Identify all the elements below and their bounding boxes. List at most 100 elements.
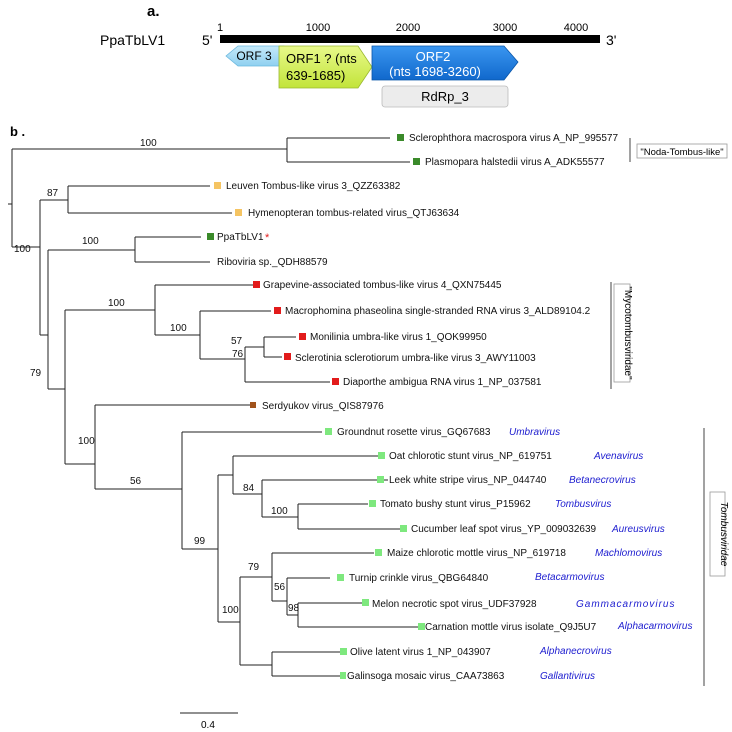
- clade-myco: "Mycotombusviridae": [610, 282, 633, 389]
- genus-label: Gammacarmovirus: [576, 599, 675, 610]
- taxon-label: Grapevine-associated tombus-like virus 4…: [263, 280, 502, 291]
- taxon-label: Sclerophthora macrospora virus A_NP_9955…: [409, 133, 618, 144]
- taxon-label: Macrophomina phaseolina single-stranded …: [285, 306, 591, 317]
- bootstrap-label: 100: [222, 605, 239, 616]
- rdrp-domain-label: RdRp_3: [421, 89, 469, 104]
- taxon-label: Cucumber leaf spot virus_YP_009032639: [411, 524, 597, 535]
- orf1-label-line2: 639-1685): [286, 68, 345, 83]
- taxon-marker: [369, 500, 376, 507]
- taxon-label: Oat chlorotic stunt virus_NP_619751: [389, 451, 552, 462]
- three-prime-label: 3': [606, 32, 616, 48]
- five-prime-label: 5': [202, 32, 212, 48]
- genome-bar: [220, 35, 600, 43]
- genus-label: Aureusvirus: [611, 524, 665, 535]
- taxon-label: Melon necrotic spot virus_UDF37928: [372, 599, 537, 610]
- bootstrap-label: 79: [30, 368, 42, 379]
- taxon-marker: [340, 648, 347, 655]
- orf1-arrow: [278, 45, 373, 89]
- genus-label: Umbravirus: [509, 427, 560, 438]
- taxon-marker: [274, 307, 281, 314]
- taxon-label: Tomato bushy stunt virus_P15962: [380, 499, 531, 510]
- clade-tombus: Tombusviridae: [703, 428, 729, 686]
- taxa: Sclerophthora macrospora virus A_NP_9955…: [207, 133, 692, 682]
- clade-myco-label: "Mycotombusviridae": [622, 286, 633, 380]
- taxon-label: Carnation mottle virus isolate_Q9J5U7: [425, 622, 597, 633]
- tick-4000: 4000: [564, 22, 588, 34]
- taxon-marker: [207, 233, 214, 240]
- genus-label: Machlomovirus: [595, 548, 662, 559]
- bootstrap-label: 79: [248, 562, 260, 573]
- taxon-label: Groundnut rosette virus_GQ67683: [337, 427, 491, 438]
- clade-box: [636, 143, 728, 159]
- orf2-label-line1: ORF2: [416, 49, 451, 64]
- taxon-label: Olive latent virus 1_NP_043907: [350, 647, 491, 658]
- bootstrap-values: 100 87 100 100 100 100 57 76 79 100 56 9…: [14, 138, 300, 616]
- bootstrap-label: 100: [140, 138, 157, 149]
- ppatblv1-asterisk: *: [265, 232, 270, 244]
- taxon-label: Serdyukov virus_QIS87976: [262, 401, 384, 412]
- bootstrap-label: 100: [14, 244, 31, 255]
- taxon-marker: [250, 402, 256, 408]
- orf1-label-line1: ORF1 ? (nts: [286, 51, 357, 66]
- taxon-label: Turnip crinkle virus_QBG64840: [349, 573, 489, 584]
- taxon-marker: [378, 452, 385, 459]
- bootstrap-label: 76: [232, 349, 244, 360]
- tick-1000: 1000: [306, 22, 330, 34]
- taxon-label: Sclerotinia sclerotiorum umbra-like viru…: [295, 353, 536, 364]
- taxon-marker: [325, 428, 332, 435]
- rdrp-domain-box: [381, 85, 509, 108]
- taxon-marker: [235, 209, 242, 216]
- genome-name: PpaTbLV1: [100, 32, 165, 48]
- taxon-marker: [400, 525, 407, 532]
- bootstrap-label: 100: [78, 436, 95, 447]
- bootstrap-label: 100: [82, 236, 99, 247]
- orf3-arrow: [225, 45, 285, 67]
- panel-a-label: a.: [147, 3, 160, 20]
- genus-label: Betacarmovirus: [535, 572, 604, 583]
- taxon-marker: [214, 182, 221, 189]
- genus-label: Alphacarmovirus: [617, 621, 692, 632]
- genus-label: Tombusvirus: [555, 499, 611, 510]
- taxon-marker: [340, 672, 346, 679]
- taxon-label: Leuven Tombus-like virus 3_QZZ63382: [226, 181, 401, 192]
- taxon-label: PpaTbLV1: [217, 232, 264, 243]
- bootstrap-label: 87: [47, 188, 59, 199]
- taxon-marker: [375, 549, 382, 556]
- genus-label: Avenavirus: [593, 451, 643, 462]
- taxon-marker: [377, 476, 384, 483]
- bootstrap-label: 56: [274, 582, 286, 593]
- taxon-label: Maize chlorotic mottle virus_NP_619718: [387, 548, 566, 559]
- genus-label: Betanecrovirus: [569, 475, 636, 486]
- bootstrap-label: 57: [231, 336, 243, 347]
- clade-tombus-label: Tombusviridae: [718, 502, 729, 567]
- orf2-arrow: [371, 45, 519, 81]
- taxon-label: Hymenopteran tombus-related virus_QTJ636…: [248, 208, 460, 219]
- genus-label: Gallantivirus: [540, 671, 595, 682]
- bootstrap-label: 100: [170, 323, 187, 334]
- clade-noda-label: "Noda-Tombus-like": [640, 147, 723, 158]
- taxon-label: Riboviria sp._QDH88579: [217, 257, 328, 268]
- genus-label: Alphanecrovirus: [539, 646, 612, 657]
- bootstrap-label: 98: [288, 603, 300, 614]
- tree-branches: [8, 137, 418, 677]
- taxon-marker: [397, 134, 404, 141]
- taxon-marker: [299, 333, 306, 340]
- bootstrap-label: 56: [130, 476, 142, 487]
- clade-box: [709, 491, 726, 577]
- taxon-marker: [418, 623, 425, 630]
- taxon-marker: [332, 378, 339, 385]
- bootstrap-label: 100: [108, 298, 125, 309]
- tick-2000: 2000: [396, 22, 420, 34]
- taxon-marker: [253, 281, 260, 288]
- orf2-label-line2: (nts 1698-3260): [389, 64, 481, 79]
- clade-noda: "Noda-Tombus-like": [629, 138, 728, 162]
- taxon-label: Leek white stripe virus_NP_044740: [389, 475, 547, 486]
- scale-bar-label: 0.4: [201, 720, 215, 731]
- panel-b-label: b .: [10, 124, 25, 139]
- tick-3000: 3000: [493, 22, 517, 34]
- taxon-marker: [337, 574, 344, 581]
- taxon-label: Galinsoga mosaic virus_CAA73863: [347, 671, 505, 682]
- bootstrap-label: 100: [271, 506, 288, 517]
- clade-box: [613, 283, 631, 383]
